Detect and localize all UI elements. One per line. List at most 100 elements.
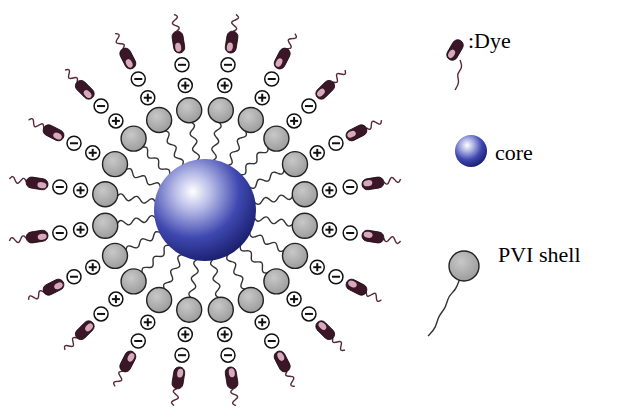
- legend-label: PVI shell: [498, 244, 581, 266]
- plus-charge: [287, 114, 301, 128]
- pvi-bead: [121, 269, 146, 294]
- pvi-bead: [177, 98, 202, 123]
- dye-molecule: [272, 349, 292, 374]
- dye-tail: [366, 292, 381, 301]
- dye-molecule: [25, 176, 48, 190]
- minus-charge: [131, 334, 145, 348]
- polymer-chain: [126, 169, 161, 188]
- pvi-bead: [282, 152, 307, 177]
- polymer-chain: [211, 259, 220, 298]
- pvi-bead: [103, 243, 128, 268]
- plus-charge: [86, 146, 100, 160]
- plus-charge: [74, 223, 88, 237]
- dye-tail: [366, 120, 381, 129]
- core-sphere: [154, 159, 256, 261]
- dye-molecule: [314, 319, 337, 342]
- dye-molecule: [344, 277, 369, 297]
- pvi-bead: [93, 182, 118, 207]
- pvi-bead: [177, 297, 202, 322]
- pvi-bead: [282, 243, 307, 268]
- minus-charge: [221, 58, 235, 72]
- polymer-chain: [126, 232, 161, 251]
- polymer-chains: [117, 122, 293, 298]
- pvi-bead: [93, 213, 118, 238]
- polymer-chain: [189, 259, 198, 298]
- plus-charge: [310, 260, 324, 274]
- dye-molecule: [118, 46, 138, 71]
- dye-tail: [172, 389, 179, 406]
- dye-tail: [29, 119, 44, 128]
- dye-molecule: [314, 78, 337, 101]
- dye-tail: [9, 177, 26, 184]
- dye-tail: [232, 14, 239, 31]
- plus-charge: [178, 79, 192, 93]
- legend-chain: [428, 278, 460, 336]
- charge-symbols: [53, 58, 357, 362]
- pvi-bead: [121, 126, 146, 151]
- dye-tail: [172, 14, 179, 31]
- legend-label: :Dye: [468, 30, 511, 52]
- dye-molecule: [25, 229, 48, 243]
- plus-charge: [287, 292, 301, 306]
- dye-tail: [333, 70, 345, 82]
- pvi-bead: [147, 108, 172, 133]
- plus-charge: [109, 292, 123, 306]
- plus-charge: [322, 183, 336, 197]
- polymer-chain: [250, 170, 285, 189]
- polymer-chain: [250, 233, 285, 252]
- pvi-shell: [93, 98, 318, 323]
- dye-molecule: [361, 229, 384, 243]
- dye-tail: [286, 371, 295, 386]
- legend-samples: [428, 38, 487, 336]
- dye-molecule: [224, 30, 238, 53]
- pvi-bead: [264, 126, 289, 151]
- polymer-chain: [240, 245, 268, 273]
- dye-molecule: [171, 366, 185, 389]
- dye-molecule: [344, 123, 369, 143]
- polymer-chain: [240, 147, 268, 175]
- minus-charge: [94, 307, 108, 321]
- dye-molecules: [9, 14, 400, 405]
- polymer-chain: [142, 147, 170, 175]
- polymer-chain: [165, 131, 184, 166]
- minus-charge: [265, 334, 279, 348]
- pvi-bead: [264, 269, 289, 294]
- dye-tail: [455, 60, 462, 90]
- pvi-bead: [292, 213, 317, 238]
- polymer-chain: [117, 194, 156, 203]
- legend-pvi: [449, 251, 479, 281]
- plus-charge: [141, 91, 155, 105]
- legend-dye: [445, 38, 466, 63]
- minus-charge: [53, 226, 67, 240]
- plus-charge: [86, 260, 100, 274]
- polymer-chain: [228, 131, 247, 166]
- minus-charge: [221, 348, 235, 362]
- minus-charge: [343, 226, 357, 240]
- pvi-bead: [238, 108, 263, 133]
- polymer-chain: [254, 195, 293, 204]
- dye-tail: [9, 236, 26, 243]
- minus-charge: [67, 270, 81, 284]
- polymer-chain: [254, 217, 293, 226]
- minus-charge: [343, 180, 357, 194]
- dye-molecule: [73, 319, 96, 342]
- dye-molecule: [118, 349, 138, 374]
- dye-tail: [29, 291, 44, 300]
- dye-tail: [287, 34, 296, 49]
- dye-tail: [65, 70, 77, 82]
- legend-label: core: [495, 142, 533, 164]
- pvi-bead: [208, 297, 233, 322]
- minus-charge: [53, 180, 67, 194]
- dye-molecule: [41, 277, 66, 297]
- minus-charge: [265, 72, 279, 86]
- plus-charge: [255, 315, 269, 329]
- dye-molecule: [272, 46, 292, 71]
- dye-molecule: [41, 123, 66, 143]
- dye-tail: [65, 338, 77, 350]
- plus-charge: [218, 327, 232, 341]
- pvi-bead: [103, 152, 128, 177]
- minus-charge: [94, 99, 108, 113]
- minus-charge: [175, 58, 189, 72]
- dye-molecule: [361, 176, 384, 190]
